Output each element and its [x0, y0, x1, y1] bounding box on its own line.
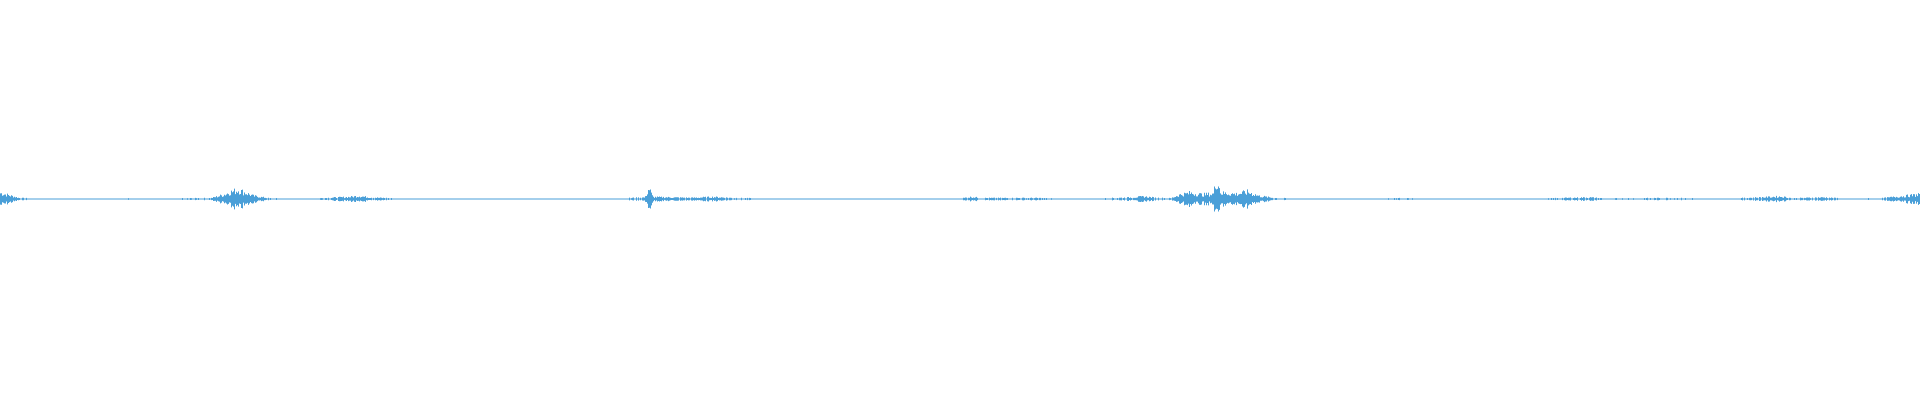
waveform-bars — [0, 186, 1920, 212]
